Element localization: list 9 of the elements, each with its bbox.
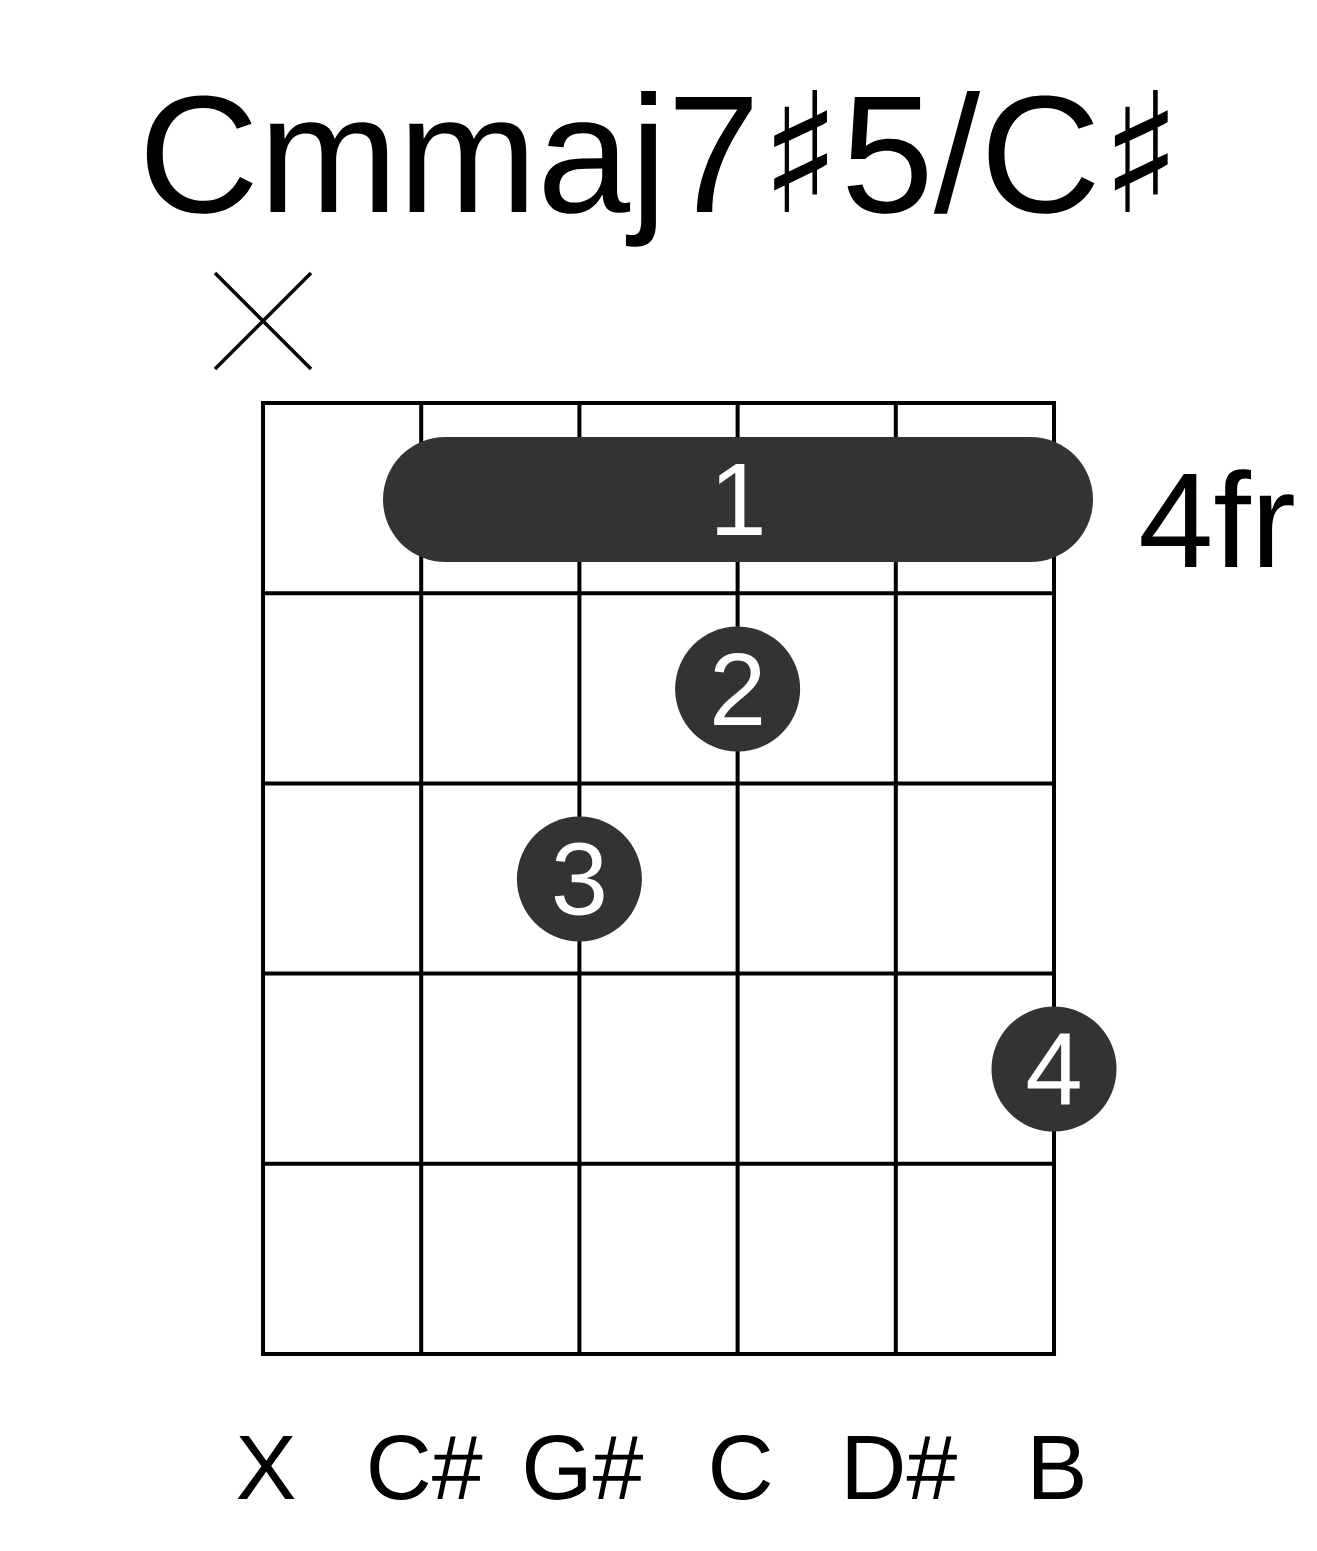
fret-label: 4fr xyxy=(1141,469,1294,567)
note-label: G# xyxy=(526,1435,643,1500)
barre-bar: 1 xyxy=(383,437,1093,562)
note-label: C xyxy=(712,1435,771,1500)
note-label: D# xyxy=(847,1436,957,1499)
note-label: B xyxy=(1034,1436,1083,1499)
note-label: C# xyxy=(370,1435,483,1500)
note-label: X xyxy=(237,1436,295,1499)
chord-title: Cmmaj7♯5/C♯ xyxy=(146,89,1168,247)
